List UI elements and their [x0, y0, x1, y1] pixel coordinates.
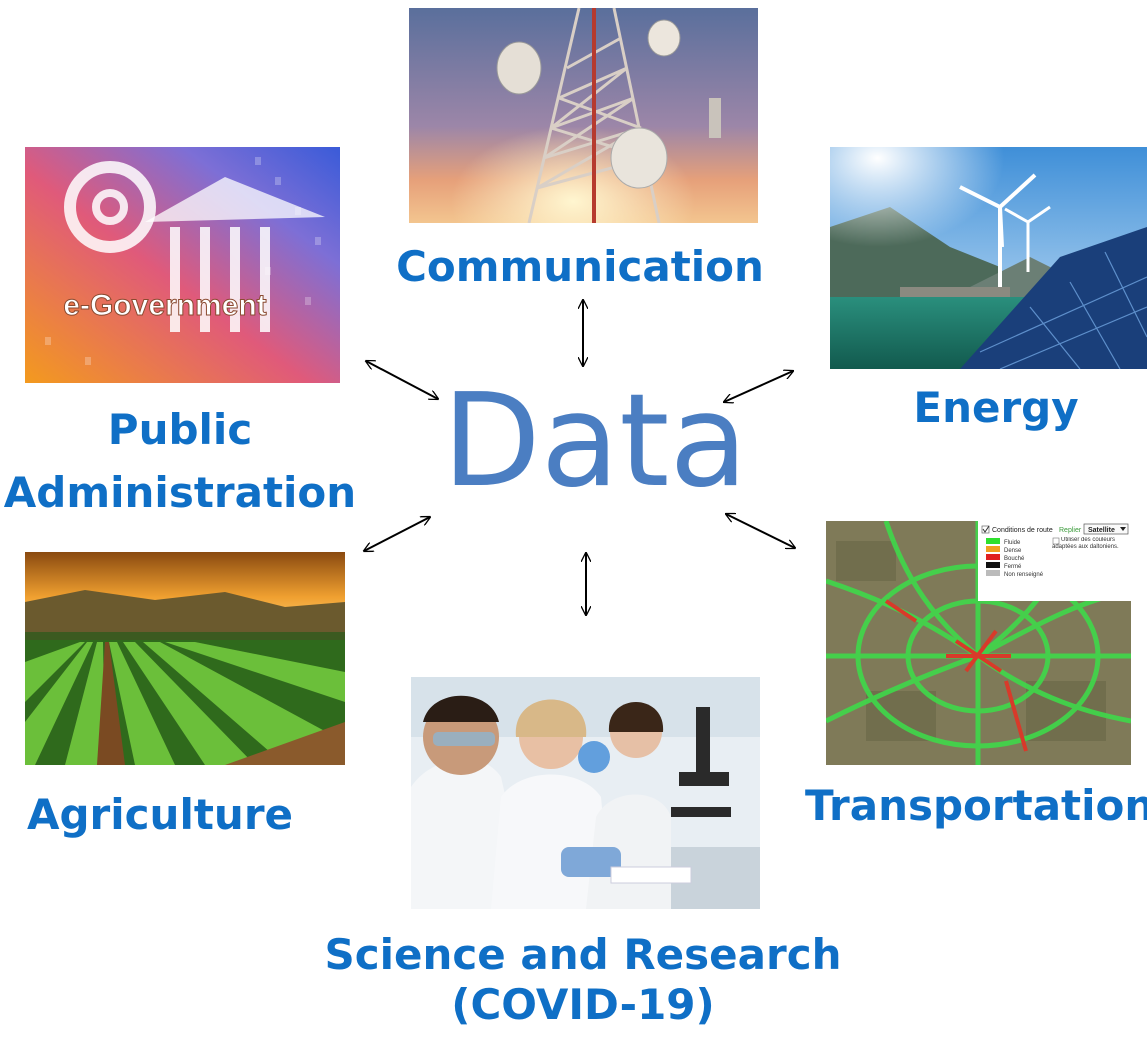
transportation-photo: Conditions de route Replier Satellite Fl… [826, 521, 1131, 765]
communication-label: Communication [396, 242, 764, 291]
science-research-line2: (COVID-19) [451, 980, 715, 1030]
public-administration-photo: e-Government [25, 147, 340, 383]
agriculture-label: Agriculture [26, 790, 294, 839]
data-label: Data [442, 367, 748, 516]
arrow-public-administration [366, 361, 438, 399]
agriculture-photo [25, 552, 345, 765]
colorblind-option: Utiliser des couleurs adaptées aux dalto… [1052, 537, 1119, 550]
energy-label: Energy [913, 383, 1079, 432]
legend-header: Conditions de route [992, 527, 1053, 534]
legend-item: Fluide [1004, 540, 1021, 546]
energy-photo [830, 147, 1147, 369]
legend-item: Bouché [1004, 556, 1025, 562]
chevron-down-icon [1120, 527, 1126, 531]
science-research-line1: Science and Research [324, 930, 842, 979]
legend-item: Dense [1004, 548, 1022, 554]
public-administration-label: Public Administration [0, 398, 360, 524]
colorblind-checkbox[interactable] [1052, 537, 1060, 545]
conditions-checkbox[interactable] [981, 525, 990, 534]
legend-collapse-link[interactable]: Replier [1059, 527, 1082, 534]
public-administration-line1: Public [107, 405, 253, 454]
transportation-label: Transportation [805, 781, 1147, 830]
science-research-photo [411, 677, 760, 909]
map-type-value: Satellite [1088, 527, 1115, 534]
map-legend-panel: Conditions de route Replier Satellite Fl… [978, 521, 1131, 601]
map-type-dropdown[interactable] [1083, 523, 1129, 535]
e-government-text: e-Government [63, 289, 266, 322]
arrow-energy [724, 371, 793, 402]
legend-item: Fermé [1004, 564, 1022, 570]
public-administration-line2: Administration [3, 468, 357, 517]
communication-photo [409, 8, 758, 223]
legend-item: Non renseigné [1004, 572, 1044, 578]
arrow-agriculture [364, 517, 430, 551]
arrow-transportation [726, 514, 795, 548]
science-research-label: Science and Research (COVID-19) [313, 930, 853, 1031]
